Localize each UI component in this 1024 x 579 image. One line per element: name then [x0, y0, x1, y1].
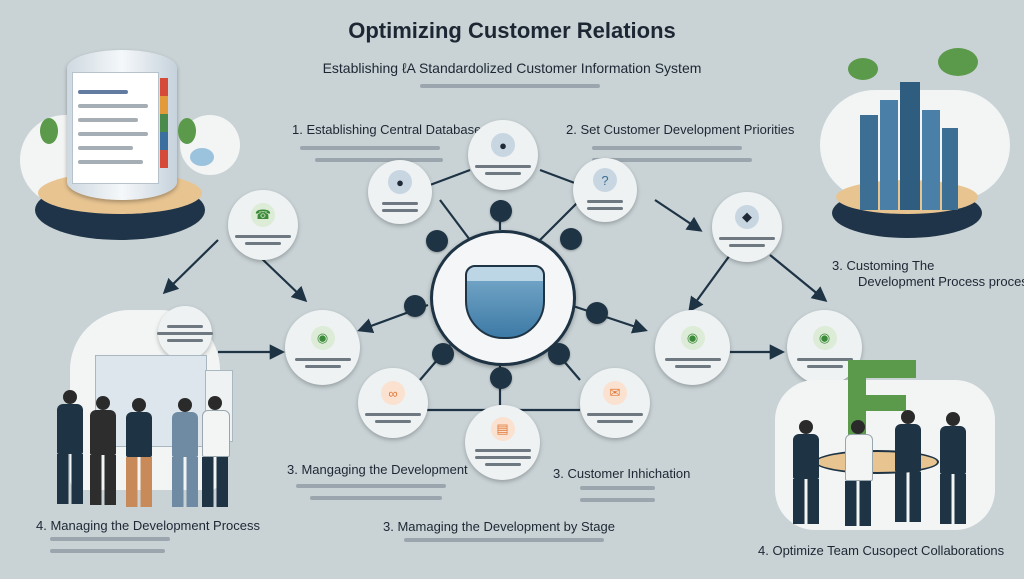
user-icon: ● — [388, 170, 412, 194]
person-figure — [90, 396, 116, 505]
node-initiation[interactable]: ✉ — [580, 368, 650, 438]
node-contact[interactable]: ☎ — [228, 190, 298, 260]
step3d-label: 3. Customer Inhichation — [553, 466, 691, 481]
node-user[interactable]: ● — [368, 160, 432, 224]
node-manage[interactable]: ◉ — [285, 310, 360, 385]
page-title: Optimizing Customer Relations — [348, 18, 676, 43]
document-icon: ▤ — [490, 417, 515, 441]
step3b-label: Development Process process — [858, 274, 1024, 289]
connector-dot — [404, 295, 426, 317]
team-icon: ◆ — [735, 205, 759, 229]
step1-label: 1. Establishing Central Database — [292, 122, 482, 137]
handshake-icon: ∞ — [381, 381, 405, 405]
node-process[interactable] — [157, 306, 213, 360]
connector-dot — [432, 343, 454, 365]
people-icon: ◉ — [812, 325, 837, 350]
people-icon: ◉ — [680, 325, 705, 350]
step4a-label: 4. Managing the Development Process — [36, 518, 261, 533]
step2-label: 2. Set Customer Development Priorities — [566, 122, 795, 137]
subtitle-caption — [420, 84, 600, 88]
page-subtitle: Establishing ℓA Standardolized Customer … — [322, 60, 702, 76]
chat-icon: ✉ — [603, 381, 627, 405]
central-hub — [430, 230, 576, 366]
node-stage[interactable]: ▤ — [465, 405, 540, 480]
connector-dot — [490, 367, 512, 389]
person-figure — [940, 412, 966, 524]
phone-icon: ☎ — [251, 203, 275, 227]
connector-dot — [586, 302, 608, 324]
step4b-label: 4. Optimize Team Cusopect Collaborations — [758, 543, 1005, 558]
person-figure — [126, 398, 152, 507]
person-figure — [172, 398, 198, 507]
user-icon: ● — [491, 133, 515, 157]
node-team[interactable]: ◆ — [712, 192, 782, 262]
node-question[interactable]: ? — [573, 158, 637, 222]
connector-dot — [490, 200, 512, 222]
connector-dot — [426, 230, 448, 252]
question-icon: ? — [593, 168, 617, 192]
person-figure — [845, 420, 873, 526]
node-customize[interactable]: ◉ — [655, 310, 730, 385]
person-figure — [793, 420, 819, 524]
node-customer-profile[interactable]: ● — [468, 120, 538, 190]
connector-dot — [548, 343, 570, 365]
person-figure — [895, 410, 921, 522]
person-figure — [202, 396, 230, 507]
people-icon: ◉ — [310, 325, 335, 350]
step3a-label: 3. Customing The — [832, 258, 935, 273]
node-handshake[interactable]: ∞ — [358, 368, 428, 438]
person-figure — [57, 390, 83, 504]
bowl-icon — [465, 265, 545, 339]
bar-chart-icon — [860, 80, 960, 210]
connector-dot — [560, 228, 582, 250]
step3c-label: 3. Mangaging the Development — [287, 462, 468, 477]
step3e-label: 3. Mamaging the Development by Stage — [383, 519, 615, 534]
